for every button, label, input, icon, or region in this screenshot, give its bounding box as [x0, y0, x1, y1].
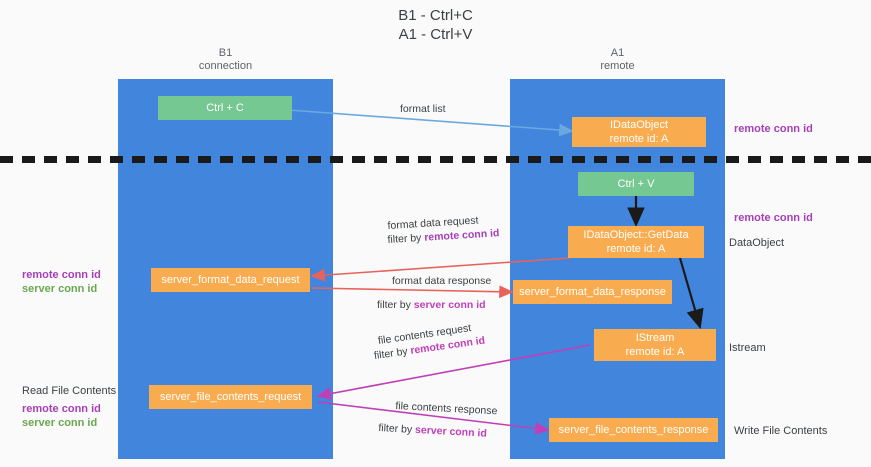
node-ctrl-v[interactable]: Ctrl + V — [578, 172, 694, 196]
label-right-dataobject: DataObject — [729, 237, 785, 249]
edge-label-format-list: format list — [400, 103, 446, 115]
node-ctrl-c[interactable]: Ctrl + C — [158, 96, 292, 120]
edge-label-format-data-response-filter: filter by server conn id — [377, 298, 486, 312]
label-right-istream: Istream — [729, 342, 766, 354]
label-right-remote-conn-id-top: remote conn id — [734, 123, 813, 135]
label-left-conn-ids-top: remote conn id server conn id — [22, 268, 101, 296]
edge-label-format-data-response: format data response — [392, 275, 492, 287]
node-idataobject-getdata[interactable]: IDataObject::GetData remote id: A — [568, 226, 704, 258]
label-left-read-file-contents: Read File Contents — [22, 385, 117, 397]
node-idataobject[interactable]: IDataObject remote id: A — [572, 117, 706, 147]
label-left-remote-conn-id: remote conn id — [22, 269, 101, 281]
filter-prefix: filter by — [377, 299, 414, 311]
node-server-format-data-response[interactable]: server_format_data_response — [513, 280, 672, 304]
label-left-server-conn-id-2: server conn id — [22, 417, 98, 429]
node-server-file-contents-request[interactable]: server_file_contents_request — [149, 385, 312, 409]
node-server-format-data-request[interactable]: server_format_data_request — [151, 268, 310, 292]
filter-key-server-conn-id: server conn id — [413, 299, 486, 311]
filter-key-remote-conn-id: remote conn id — [423, 227, 500, 244]
edge-format-data-response — [311, 285, 514, 299]
node-istream[interactable]: IStream remote id: A — [594, 329, 716, 361]
filter-key-server-conn-id: server conn id — [414, 423, 488, 440]
edge-label-file-contents-response: file contents response — [395, 399, 498, 418]
label-right-remote-conn-id-mid: remote conn id — [734, 212, 813, 224]
edge-label-file-contents-response-filter: filter by server conn id — [378, 421, 487, 441]
phase-divider — [0, 156, 871, 163]
label-left-remote-conn-id-2: remote conn id — [22, 403, 101, 415]
page-title: B1 - Ctrl+C A1 - Ctrl+V — [398, 7, 473, 43]
node-server-file-contents-response[interactable]: server_file_contents_response — [549, 418, 718, 442]
label-left-conn-ids-bottom: remote conn id server conn id — [22, 402, 101, 430]
label-left-server-conn-id: server conn id — [22, 283, 98, 295]
edge-label-file-contents-response-text: file contents response — [395, 400, 498, 418]
column-header-a1: A1 remote — [600, 47, 635, 72]
filter-prefix: filter by — [373, 345, 412, 363]
filter-prefix: filter by — [378, 422, 416, 436]
filter-prefix: filter by — [387, 231, 425, 247]
label-right-write-file-contents: Write File Contents — [734, 425, 828, 437]
column-header-b1: B1 connection — [198, 47, 253, 72]
